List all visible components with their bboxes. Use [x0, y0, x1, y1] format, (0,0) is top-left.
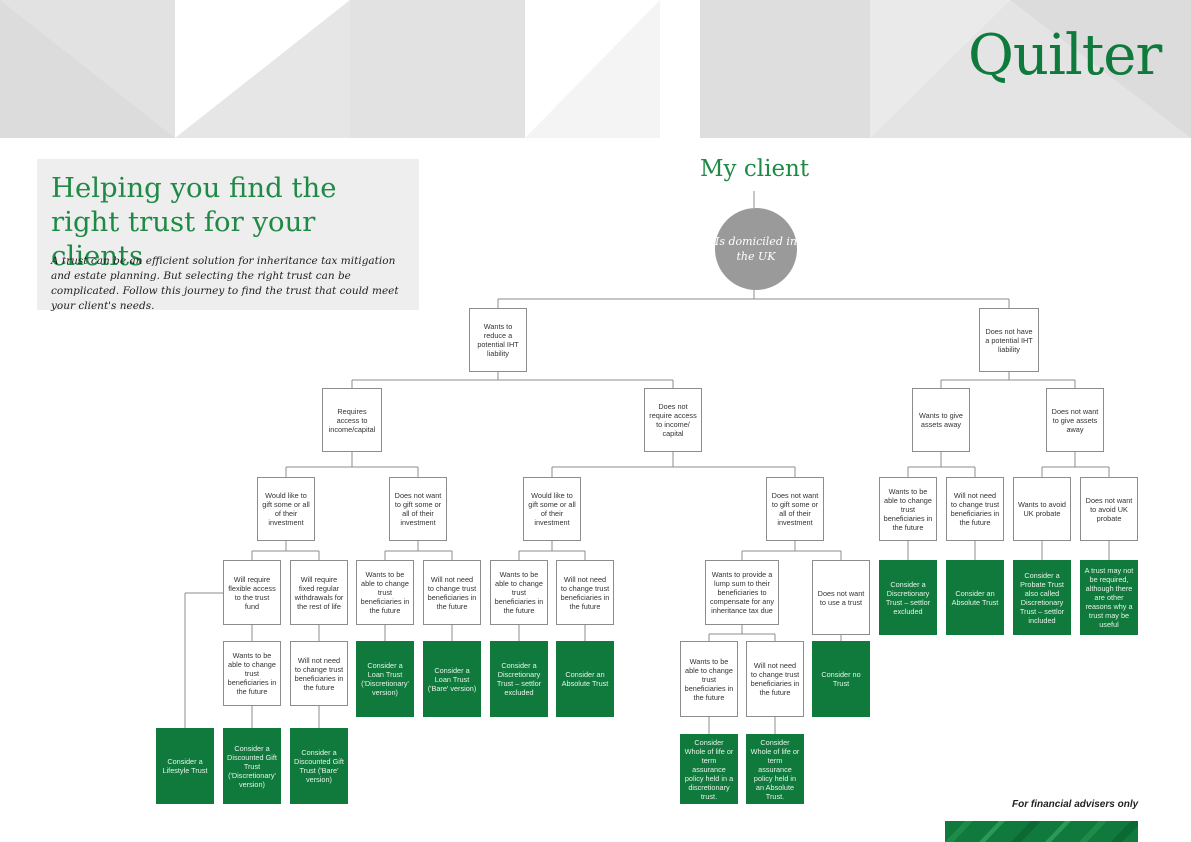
- flow-node: Consider no Trust: [812, 641, 870, 717]
- flow-node: Does not want to avoid UK probate: [1080, 477, 1138, 541]
- flow-node: Consider a Lifestyle Trust: [156, 728, 214, 804]
- flow-node: Wants to be able to change trust benefic…: [356, 560, 414, 625]
- flowchart-heading: My client: [700, 156, 810, 182]
- flow-node: Will require fixed regular withdrawals f…: [290, 560, 348, 625]
- flow-node: Consider a Loan Trust ('Discretionary' v…: [356, 641, 414, 717]
- flow-node: Does not require access to income/ capit…: [644, 388, 702, 452]
- footer-decoration: [945, 821, 1138, 842]
- flow-node: Will require flexible access to the trus…: [223, 560, 281, 625]
- flow-node: Will not need to change trust beneficiar…: [290, 641, 348, 706]
- flow-node: A trust may not be required, although th…: [1080, 560, 1138, 635]
- flow-node: Wants to reduce a potential IHT liabilit…: [469, 308, 527, 372]
- flow-node: Consider Whole of life or term assurance…: [746, 734, 804, 804]
- flow-node: Wants to give assets away: [912, 388, 970, 452]
- flow-node: Will not need to change trust beneficiar…: [556, 560, 614, 625]
- flow-node: Will not need to change trust beneficiar…: [946, 477, 1004, 541]
- flow-node: Wants to provide a lump sum to their ben…: [705, 560, 779, 625]
- flow-node: Will not need to change trust beneficiar…: [746, 641, 804, 717]
- flow-node: Consider a Discretionary Trust – settlor…: [879, 560, 937, 635]
- intro-text: A trust can be an efficient solution for…: [51, 255, 399, 312]
- flow-node: Consider a Probate Trust also called Dis…: [1013, 560, 1071, 635]
- flow-node: Wants to be able to change trust benefic…: [223, 641, 281, 706]
- quilter-logo: Quilter: [968, 23, 1162, 88]
- flow-node: Will not need to change trust beneficiar…: [423, 560, 481, 625]
- flow-node: Wants to avoid UK probate: [1013, 477, 1071, 541]
- flow-node: Does not want to give assets away: [1046, 388, 1104, 452]
- flow-node: Requires access to income/capital: [322, 388, 382, 452]
- flow-node: Does not want to gift some or all of the…: [766, 477, 824, 541]
- footer-note: For financial advisers only: [1012, 799, 1139, 810]
- header-banner: [0, 0, 1191, 138]
- root-node: Is domiciled in the UK: [715, 208, 797, 290]
- title-panel: Helping you find the right trust for you…: [37, 159, 419, 312]
- flow-node: Does not want to use a trust: [812, 560, 870, 635]
- flow-node: Does not want to gift some or all of the…: [389, 477, 447, 541]
- flow-node: Consider a Discretionary Trust – settlor…: [490, 641, 548, 717]
- flow-node: Would like to gift some or all of their …: [523, 477, 581, 541]
- flow-node: Consider a Discounted Gift Trust ('Discr…: [223, 728, 281, 804]
- flow-node: Consider an Absolute Trust: [556, 641, 614, 717]
- flow-node: Wants to be able to change trust benefic…: [879, 477, 937, 541]
- flow-node: Consider Whole of life or term assurance…: [680, 734, 738, 804]
- flow-node: Consider a Loan Trust ('Bare' version): [423, 641, 481, 717]
- flow-node: Would like to gift some or all of their …: [257, 477, 315, 541]
- flow-node: Does not have a potential IHT liability: [979, 308, 1039, 372]
- page-title: Helping you find the right trust for you…: [51, 172, 337, 272]
- flow-node: Consider an Absolute Trust: [946, 560, 1004, 635]
- flow-node: Wants to be able to change trust benefic…: [490, 560, 548, 625]
- flow-node: Consider a Discounted Gift Trust ('Bare'…: [290, 728, 348, 804]
- flow-node: Wants to be able to change trust benefic…: [680, 641, 738, 717]
